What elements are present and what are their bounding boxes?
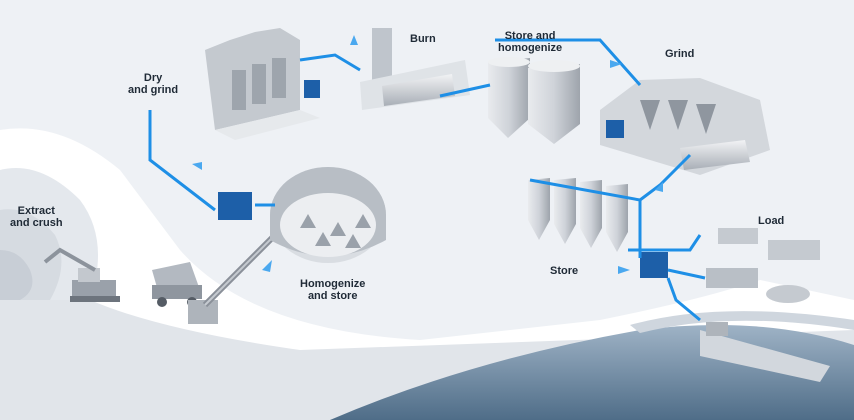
cargo-ship	[700, 330, 830, 382]
homogenizing-dome	[270, 167, 386, 263]
excavator	[43, 247, 120, 302]
label-store-homogenize: Store and homogenize	[498, 30, 563, 54]
label-burn: Burn	[410, 33, 436, 45]
raw-mill-building	[205, 28, 320, 140]
label-store: Store	[550, 265, 579, 277]
label-grind: Grind	[665, 48, 695, 60]
flow-arrows	[192, 35, 663, 274]
preheater-tower	[372, 28, 392, 90]
label-load: Load	[758, 215, 785, 227]
control-panel-store	[640, 252, 668, 278]
cement-mill-building	[600, 78, 770, 175]
control-panel-grind	[606, 120, 624, 138]
clinker-silos	[488, 57, 580, 144]
rotary-kiln	[360, 60, 470, 110]
flow-arrow-right	[610, 60, 622, 68]
label-dry-grind: Dry and grind	[128, 72, 179, 96]
process-pipes	[148, 38, 706, 322]
quarry-terrace-3	[0, 250, 33, 300]
crusher	[188, 300, 218, 324]
flow-arrow-diag	[262, 260, 272, 272]
cement-silos	[528, 178, 628, 252]
flow-arrow-up	[350, 35, 358, 45]
cement-trucks	[706, 228, 820, 303]
label-homogenize-store: Homogenize and store	[300, 278, 366, 302]
control-panel-mill	[304, 80, 320, 98]
flow-arrow-down	[655, 182, 663, 192]
control-panel-raw	[218, 192, 252, 220]
flow-arrow-left	[192, 162, 202, 170]
shoreline	[630, 311, 854, 333]
flow-arrow-store	[618, 266, 630, 274]
label-extract-crush: Extract and crush	[10, 205, 63, 229]
